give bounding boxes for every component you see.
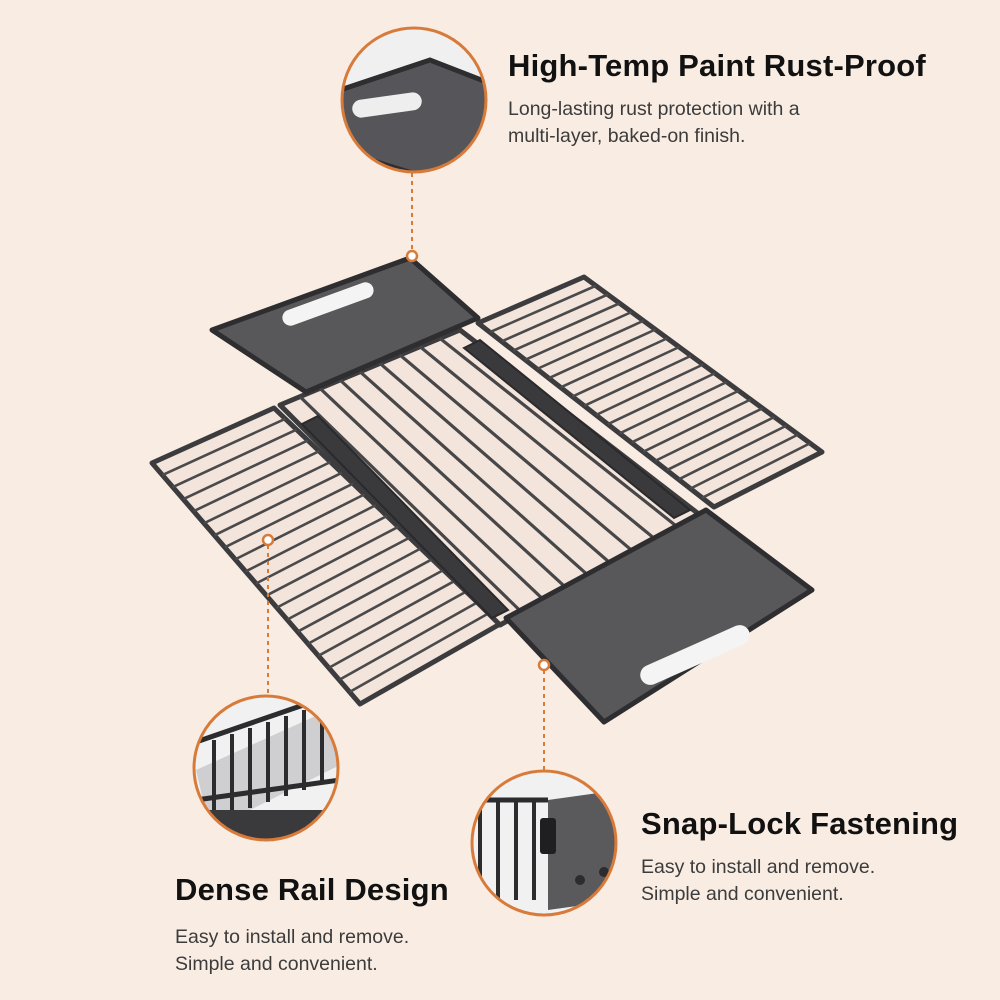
wire-bar — [398, 353, 635, 553]
wire-bar — [583, 354, 692, 407]
wire-bar — [182, 439, 309, 501]
wire-bar — [234, 493, 365, 561]
top-solid-panel — [209, 255, 481, 395]
wire-bar — [172, 428, 298, 489]
wire-bar — [595, 363, 704, 417]
wire-bar — [619, 380, 728, 435]
desc-line: Simple and convenient. — [175, 953, 378, 975]
desc-line: Simple and convenient. — [641, 883, 844, 905]
wire-bar — [348, 612, 490, 694]
wire-bar — [630, 389, 740, 444]
desc-line: Easy to install and remove. — [641, 856, 876, 878]
wire-bar — [265, 525, 399, 597]
callout-leaders — [267, 173, 545, 770]
wire-bar — [571, 345, 680, 398]
wire-bar — [701, 442, 811, 499]
bottom-solid-panel — [503, 507, 815, 725]
feature-desc-rust-proof: Long-lasting rust protection with a mult… — [508, 96, 800, 150]
marker-dot-top — [405, 249, 419, 263]
zoom-circle-paint — [340, 26, 488, 174]
wire-bar — [536, 319, 645, 371]
wire-bar — [689, 433, 799, 490]
wire-bar — [307, 568, 445, 645]
wire-bar — [286, 547, 422, 621]
wire-bar — [224, 482, 354, 549]
wire-bar — [548, 328, 656, 380]
wire-bar — [298, 395, 524, 614]
wire-bar — [161, 417, 286, 477]
wire-bar — [193, 450, 320, 513]
wire-bar — [203, 460, 332, 525]
wire-bar — [245, 504, 377, 573]
zoom-circle-rail — [192, 694, 340, 842]
wire-bar — [358, 370, 590, 578]
desc-line: Long-lasting rust protection with a — [508, 98, 800, 120]
desc-line: multi-layer, baked-on finish. — [508, 125, 746, 147]
wire-bar — [378, 362, 613, 566]
wire-bar — [654, 407, 764, 463]
wire-bar — [318, 387, 546, 602]
wire-bar — [439, 337, 679, 529]
wire-bar — [501, 293, 609, 343]
wire-bar — [666, 415, 775, 472]
wire-bar — [524, 310, 633, 361]
wire-bar — [512, 302, 621, 352]
center-frame — [277, 327, 703, 628]
wire-bar — [296, 558, 433, 633]
right-wire-wing — [475, 274, 825, 510]
wire-bar — [642, 398, 752, 453]
wire-bar — [560, 337, 668, 389]
wire-bar — [607, 372, 716, 426]
wire-bar — [338, 378, 568, 590]
feature-desc-snap-lock: Easy to install and remove. Simple and c… — [641, 854, 875, 908]
desc-line: Easy to install and remove. — [175, 926, 410, 948]
dish-rack — [149, 255, 825, 725]
wire-bar — [276, 536, 411, 609]
wire-bar — [255, 514, 388, 585]
feature-title-rust-proof: High-Temp Paint Rust-Proof — [508, 48, 926, 83]
callout-dots — [261, 249, 551, 672]
wire-bar — [338, 601, 479, 682]
marker-dot-right — [537, 658, 551, 672]
marker-dot-left — [261, 533, 275, 547]
wire-bar — [328, 590, 467, 669]
feature-title-dense-rail: Dense Rail Design — [175, 872, 449, 907]
feature-desc-dense-rail: Easy to install and remove. Simple and c… — [175, 924, 409, 978]
wire-bar — [317, 579, 456, 657]
wire-bar — [678, 424, 787, 481]
left-wire-wing — [149, 405, 503, 707]
wire-bar — [489, 284, 597, 334]
wire-bar — [213, 471, 343, 537]
zoom-circle-snaplock — [470, 769, 618, 917]
wire-bar — [418, 345, 657, 541]
feature-title-snap-lock: Snap-Lock Fastening — [641, 806, 959, 841]
